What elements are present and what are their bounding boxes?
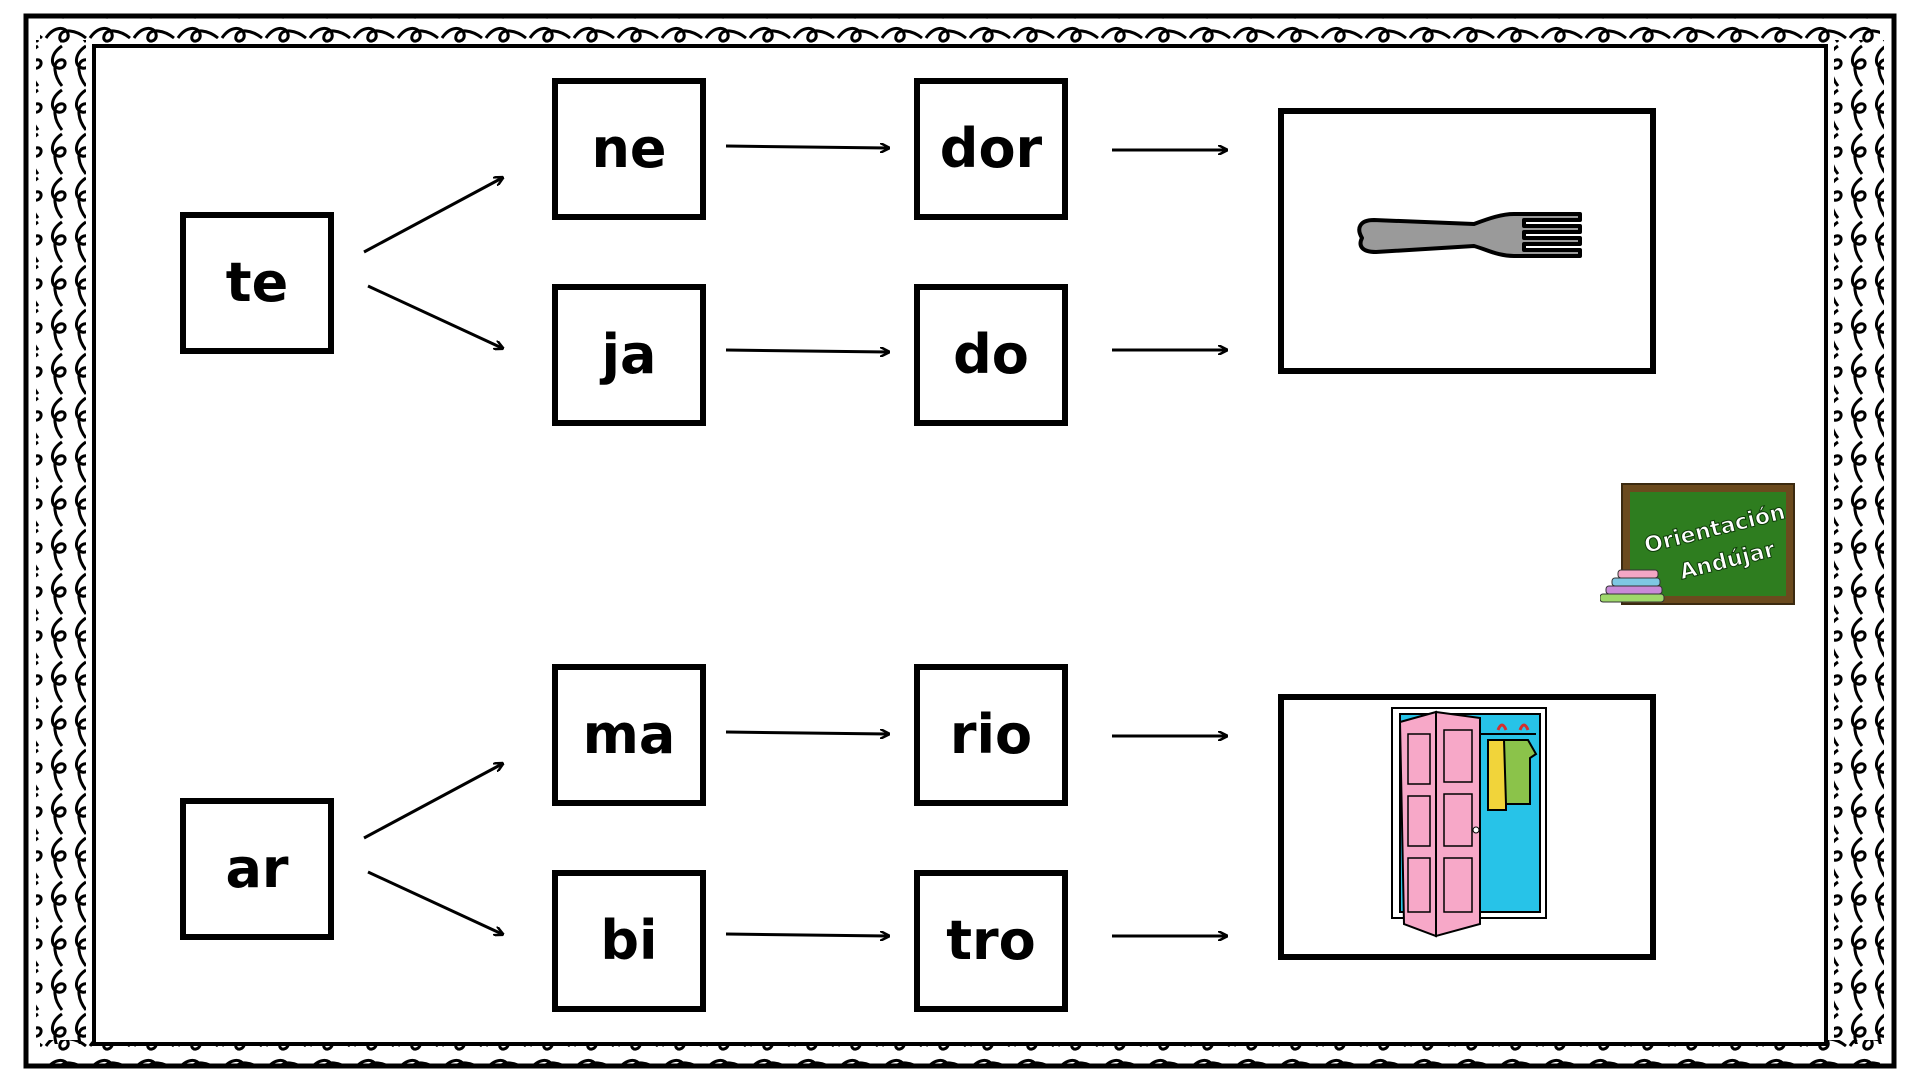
syllable-end-tro: tro	[914, 870, 1068, 1012]
syllable-middle-ja: ja	[552, 284, 706, 426]
syllable-start-ar: ar	[180, 798, 334, 940]
syllable-middle-bi: bi	[552, 870, 706, 1012]
syllable-end-dor: dor	[914, 78, 1068, 220]
wardrobe-icon	[1391, 707, 1547, 938]
syllable-middle-ne: ne	[552, 78, 706, 220]
syllable-end-rio: rio	[914, 664, 1068, 806]
syllable-start-te: te	[180, 212, 334, 354]
picture-box-wardrobe	[1278, 694, 1656, 960]
syllable-end-do: do	[914, 284, 1068, 426]
picture-box-fork	[1278, 108, 1656, 374]
syllable-middle-ma: ma	[552, 664, 706, 806]
fork-icon	[1357, 212, 1582, 258]
orientacion-andujar-logo: Orientación Andújar	[1600, 483, 1795, 605]
